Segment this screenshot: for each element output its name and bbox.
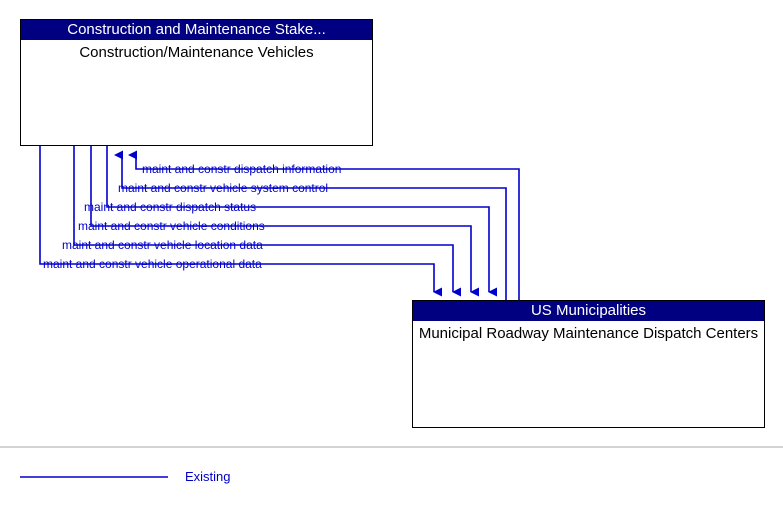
flow-path-maint-and-constr-dispatch-information [128, 150, 520, 300]
flow-path-maint-and-constr-vehicle-operational-data [39, 146, 442, 297]
node-name-construction: Construction/Maintenance Vehicles [79, 44, 314, 61]
node-stakeholder-construction: Construction and Maintenance Stake... [21, 20, 372, 40]
node-name-municipal: Municipal Roadway Maintenance Dispatch C… [418, 325, 759, 342]
node-stakeholder-municipal: US Municipalities [413, 301, 764, 321]
flow-path-maint-and-constr-vehicle-conditions [90, 146, 479, 297]
legend-item-existing-label: Existing [185, 469, 231, 484]
flow-label-maint-and-constr-vehicle-conditions: maint and constr vehicle conditions [78, 219, 265, 233]
node-construction-maintenance-vehicles[interactable]: Construction and Maintenance Stake... Co… [20, 19, 373, 146]
flow-label-maint-and-constr-dispatch-status: maint and constr dispatch status [84, 200, 257, 214]
flow-label-maint-and-constr-vehicle-operational-data: maint and constr vehicle operational dat… [43, 257, 262, 271]
flow-label-maint-and-constr-vehicle-location-data: maint and constr vehicle location data [62, 238, 263, 252]
node-municipal-roadway-maintenance-dispatch-centers[interactable]: US Municipalities Municipal Roadway Main… [412, 300, 765, 428]
flow-path-maint-and-constr-vehicle-system-control [114, 150, 507, 300]
flow-label-maint-and-constr-vehicle-system-control: maint and constr vehicle system control [118, 181, 329, 195]
flow-label-maint-and-constr-dispatch-information: maint and constr dispatch information [142, 162, 342, 176]
flow-path-maint-and-constr-dispatch-status [106, 146, 497, 297]
flow-path-maint-and-constr-vehicle-location-data [73, 146, 461, 297]
